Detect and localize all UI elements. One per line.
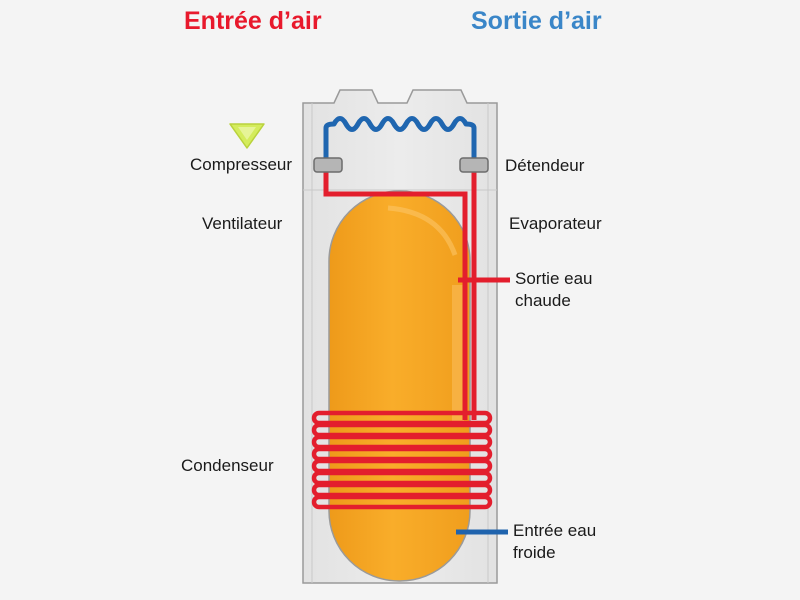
compressor-block — [313, 157, 343, 173]
label-detendeur: Détendeur — [505, 156, 585, 175]
refrigerant-pipe-hot — [323, 172, 468, 420]
label-condenseur: Condenseur — [181, 456, 274, 475]
label-compresseur: Compresseur — [190, 155, 293, 174]
label-entree-eau-line2: froide — [513, 543, 556, 562]
air-outlet-title: Sortie d’air — [471, 7, 602, 35]
label-entree-eau-line1: Entrée eau — [513, 521, 597, 540]
label-sortie-eau-line1: Sortie eau — [515, 269, 593, 288]
evaporator-coil — [323, 116, 477, 163]
tank-highlight — [452, 285, 464, 425]
condenser-coil — [311, 410, 493, 510]
expansion-valve-block — [459, 157, 489, 173]
label-sortie-eau-line2: chaude — [515, 291, 571, 310]
label-evaporateur: Evaporateur — [509, 214, 602, 233]
tank-gloss — [387, 205, 458, 256]
air-inlet-title: Entrée d’air — [184, 7, 322, 35]
pointer-arrow-shine — [238, 127, 256, 140]
water-tank — [328, 190, 471, 582]
label-ventilateur: Ventilateur — [202, 214, 283, 233]
